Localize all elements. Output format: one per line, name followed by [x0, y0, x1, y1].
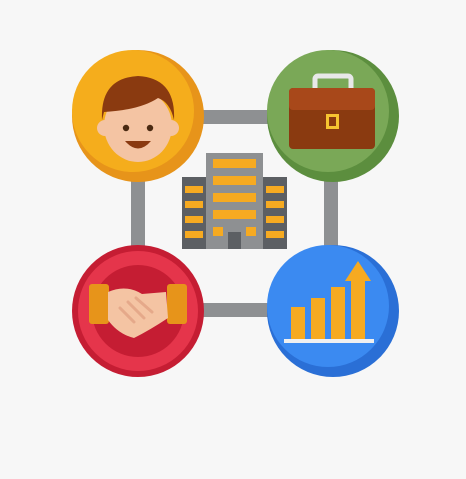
connector-top [190, 110, 280, 124]
connector-bottom [190, 303, 280, 317]
briefcase-node [267, 50, 399, 182]
connector-right [324, 178, 338, 246]
briefcase-icon [289, 73, 375, 149]
building-door [228, 232, 241, 249]
person-node [72, 50, 204, 182]
connector-left [131, 178, 145, 246]
person-icon [97, 76, 179, 162]
handshake-node [72, 245, 204, 377]
handshake-icon [89, 284, 187, 338]
growth-chart-node [267, 245, 399, 377]
building-windows [185, 159, 284, 238]
connector-lines [131, 110, 338, 317]
building-icon [182, 153, 287, 249]
growth-chart-icon [284, 261, 374, 343]
